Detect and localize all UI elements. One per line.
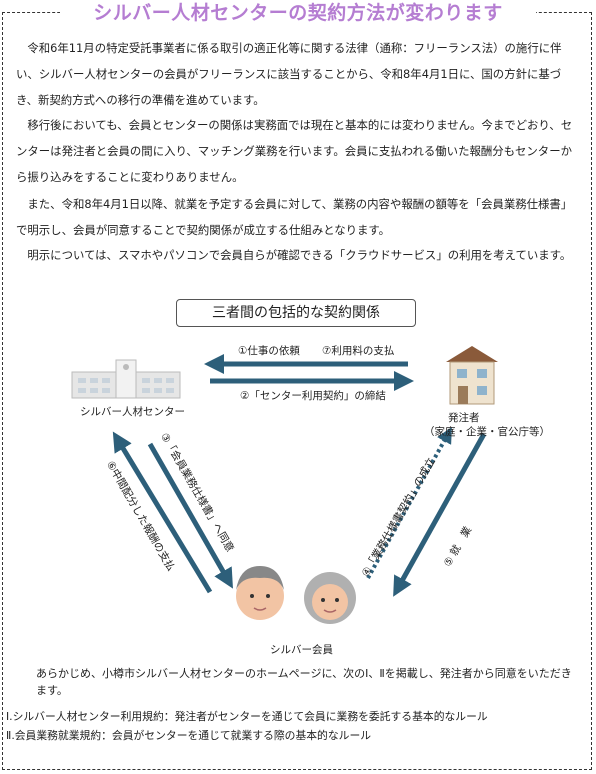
client-label: 発注者 bbox=[448, 412, 480, 424]
diagram-title: 三者間の包括的な契約関係 bbox=[176, 299, 416, 327]
footer-item-1: Ⅰ.シルバー人材センター利用規約：発注者がセンターを通じて会員に業務を委託する基… bbox=[6, 710, 488, 723]
member-label: シルバー会員 bbox=[270, 644, 333, 656]
arrow-7-label: ⑦利用料の支払 bbox=[322, 345, 395, 357]
page-title: シルバー人材センターの契約方法が変わります bbox=[60, 0, 536, 26]
footer-intro: あらかじめ、小樽市シルバー人材センターのホームページに、次のⅠ、Ⅱを掲載し、発注… bbox=[36, 667, 572, 697]
footer-item-2: Ⅱ.会員業務就業規約：会員がセンターを通じて就業する際の基本的なルール bbox=[6, 729, 372, 742]
house-icon bbox=[446, 346, 498, 405]
paragraph-4: 明示については、スマホやパソコンで会員自らが確認できる「クラウドサービス」の利用… bbox=[27, 248, 572, 262]
paragraph-1: 令和6年11月の特定受託事業者に係る取引の適正化等に関する法律（通称：フリーラン… bbox=[16, 41, 562, 107]
center-label: シルバー人材センター bbox=[80, 406, 185, 418]
paragraph-3: また、令和8年4月1日以降、就業を予定する会員に対して、業務の内容や報酬の額等を… bbox=[16, 197, 573, 237]
arrow-2-label: ②「センター利用契約」の締結 bbox=[240, 390, 386, 402]
senior-members-icon bbox=[236, 566, 356, 624]
arrow-1-label: ①仕事の依頼 bbox=[238, 345, 300, 357]
paragraph-2: 移行後においても、会員とセンターの関係は実務面では現在と基本的には変わりません。… bbox=[16, 118, 573, 184]
center-building-icon bbox=[71, 359, 181, 399]
client-sub-label: （家庭・企業・官公庁等） bbox=[424, 426, 550, 438]
